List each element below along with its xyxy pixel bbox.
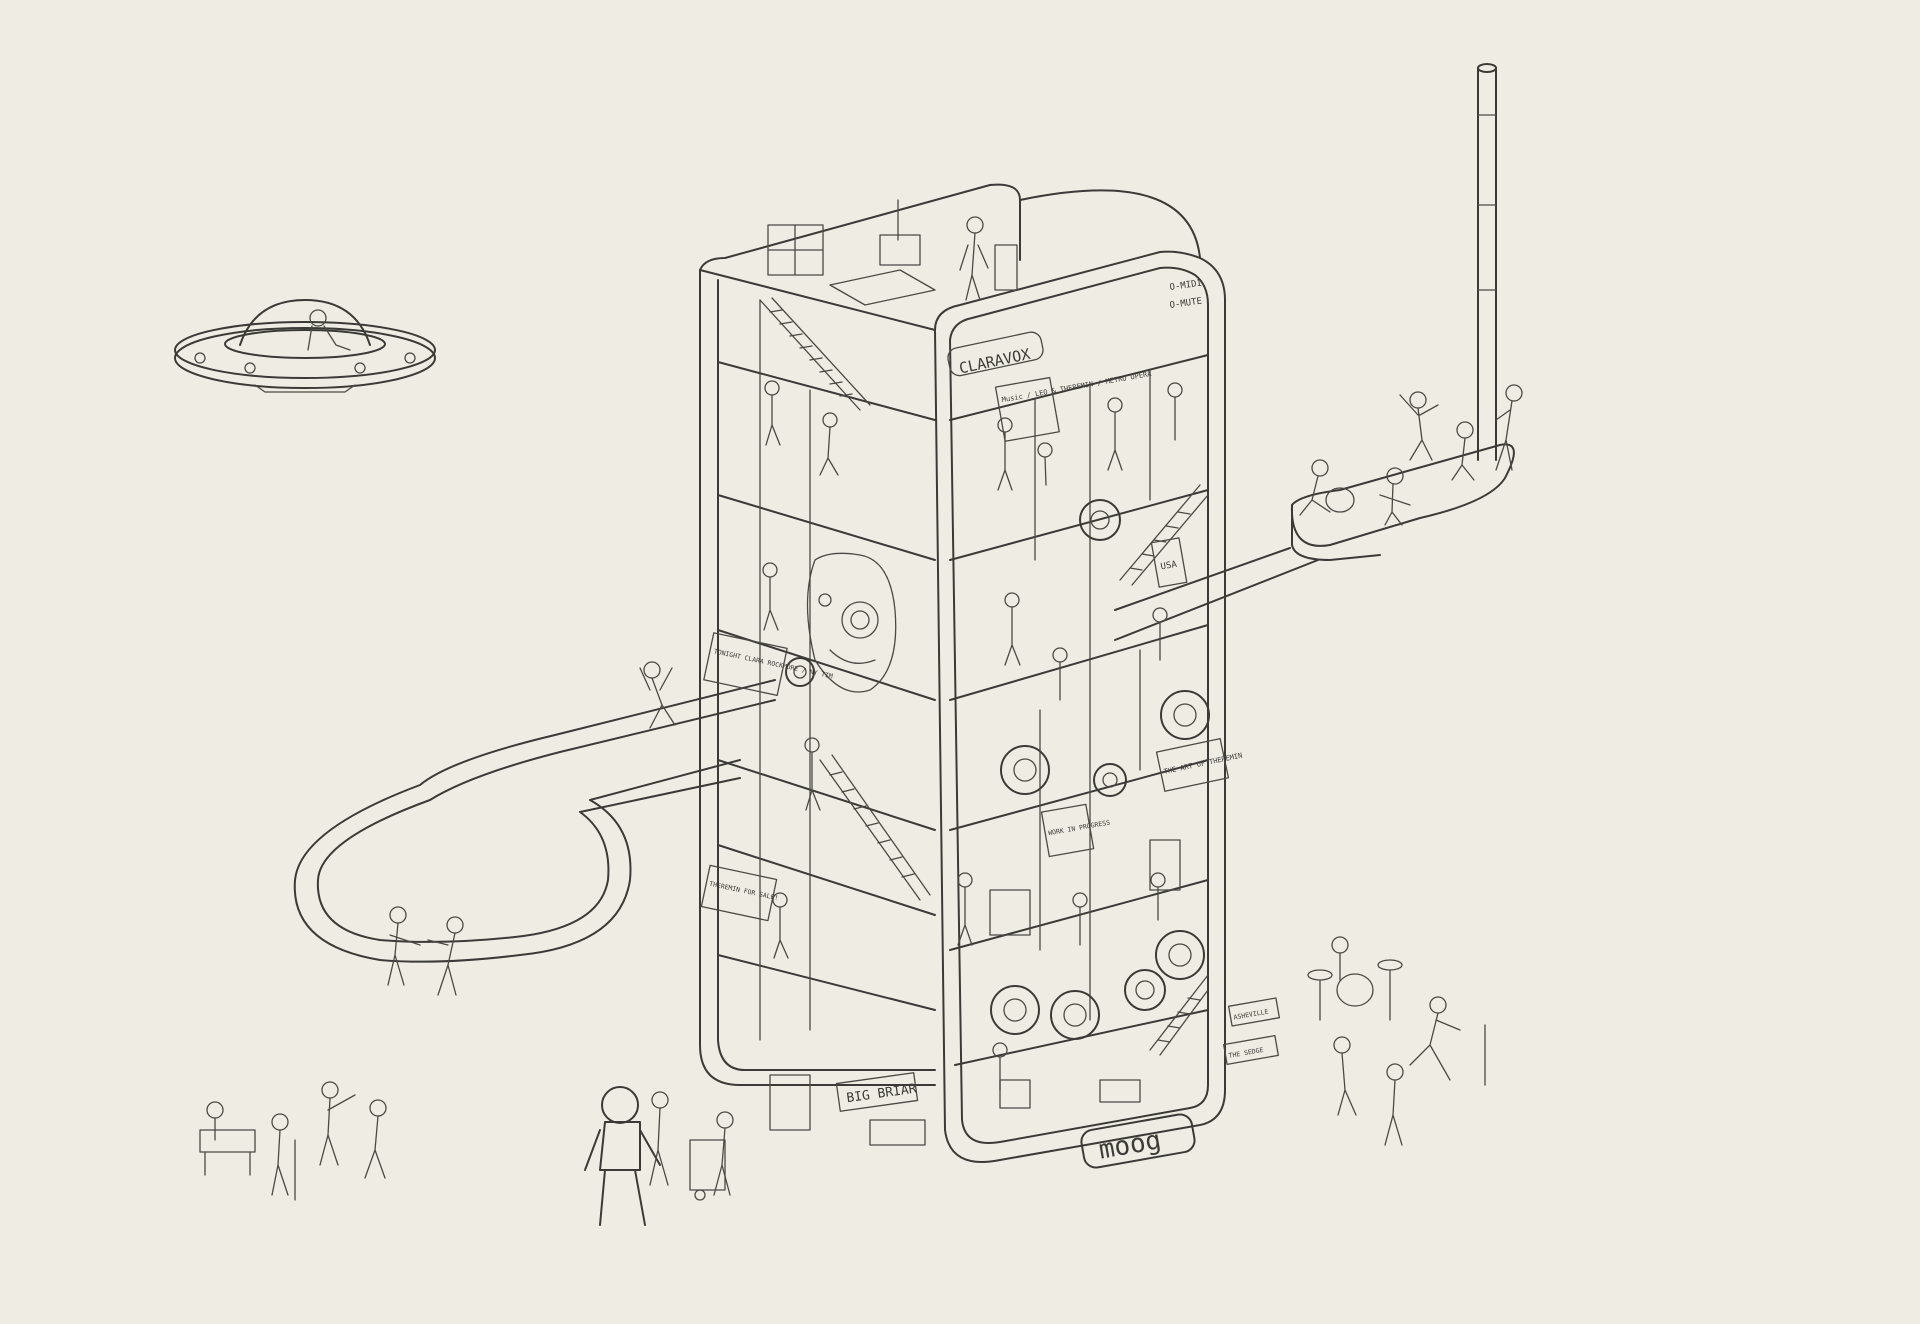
- music-sign: Music / LEO & THEREMIN / METRO OPERA: [1001, 370, 1153, 404]
- for-sale-sign: THEREMIN FOR SALE!: [708, 880, 779, 902]
- robot-group: [585, 1087, 733, 1225]
- claravox-building: CLARAVOX O-MIDI O-MUTE moog Music / LEO …: [700, 185, 1279, 1170]
- pitch-antenna: [1115, 64, 1514, 640]
- tonight-sign: TONIGHT CLARA ROCKMORE / NY TIM: [713, 647, 833, 680]
- work-sign: WORK IN PROGRESS: [1048, 818, 1111, 837]
- left-band: [200, 1082, 386, 1200]
- right-sign-2: THE SEDGE: [1228, 1046, 1264, 1060]
- creature-face: [808, 553, 896, 692]
- musicians-on-antenna: [1300, 385, 1522, 525]
- wall-signs: Music / LEO & THEREMIN / METRO OPERA TON…: [701, 370, 1279, 1112]
- right-sign-1: ASHEVILLE: [1233, 1008, 1269, 1022]
- room-figures: [763, 381, 1182, 1145]
- midi-label: O-MIDI: [1169, 279, 1203, 293]
- staircases: [760, 298, 1208, 1055]
- volume-loop-cable: [295, 662, 775, 995]
- control-knobs: [786, 500, 1209, 1039]
- usa-sign: USA: [1160, 560, 1178, 573]
- rooftop: [768, 200, 1017, 305]
- mute-label: O-MUTE: [1169, 297, 1203, 311]
- device-label: CLARAVOX: [957, 345, 1031, 378]
- ufo: [175, 300, 435, 392]
- art-sign: THE ART OF THEREMIN: [1163, 751, 1243, 775]
- right-band: [1308, 937, 1485, 1145]
- moog-logo: moog: [1097, 1125, 1164, 1165]
